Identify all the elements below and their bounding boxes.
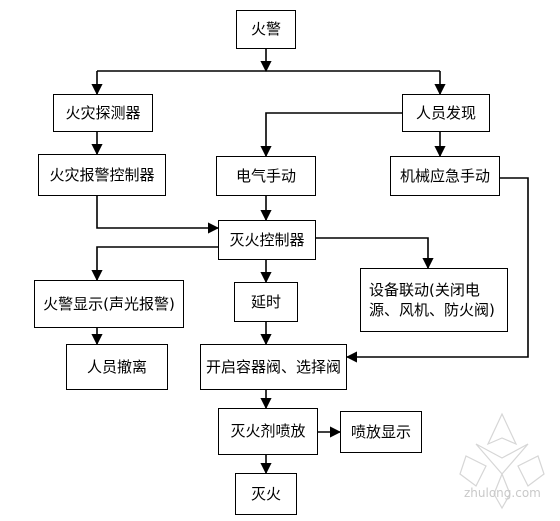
node-release-display-label: 喷放显示 (350, 422, 411, 441)
edge-mechanical-valves (345, 177, 529, 363)
watermark-logo-icon (459, 412, 545, 510)
node-extinguished-label: 灭火 (250, 484, 281, 503)
node-alarm-display: 火警显示(声光报警) (34, 280, 184, 328)
node-open-valves: 开启容器阀、选择阀 (200, 344, 347, 390)
node-fire-detector-label: 火灾探测器 (65, 103, 141, 122)
node-equipment-linkage-label: 设备联动(关闭电 源、风机、防火阀) (369, 280, 495, 319)
node-agent-release: 灭火剂喷放 (218, 408, 318, 455)
node-agent-release-label: 灭火剂喷放 (230, 422, 306, 441)
node-fire-detector: 火灾探测器 (53, 94, 153, 132)
node-person-found: 人员发现 (402, 94, 490, 132)
node-alarm-controller-label: 火灾报警控制器 (49, 165, 155, 184)
node-mechanical-emergency: 机械应急手动 (390, 156, 500, 196)
edge-extctrl-display (91, 246, 218, 282)
node-release-display: 喷放显示 (340, 411, 422, 453)
node-evacuation-label: 人员撤离 (86, 357, 147, 376)
edge-person-electric (260, 112, 402, 158)
node-equipment-linkage: 设备联动(关闭电 源、风机、防火阀) (360, 268, 508, 332)
node-electric-manual: 电气手动 (216, 156, 316, 196)
node-delay: 延时 (234, 282, 298, 322)
node-extinguish-controller-label: 灭火控制器 (229, 230, 305, 249)
watermark-text: zhulong.com (464, 486, 541, 500)
node-mechanical-emergency-label: 机械应急手动 (399, 166, 490, 185)
node-extinguish-controller: 灭火控制器 (218, 220, 316, 260)
node-open-valves-label: 开启容器阀、选择阀 (205, 357, 341, 376)
edge-alarmctrl-extctrl (96, 196, 220, 234)
node-delay-label: 延时 (250, 292, 281, 311)
node-electric-manual-label: 电气手动 (235, 166, 296, 185)
node-extinguished: 灭火 (235, 473, 297, 515)
node-fire-alarm: 火警 (236, 10, 296, 49)
node-evacuation: 人员撤离 (66, 344, 168, 390)
node-alarm-controller: 火灾报警控制器 (38, 154, 166, 196)
node-fire-alarm-label: 火警 (250, 20, 281, 39)
node-alarm-display-label: 火警显示(声光报警) (43, 294, 175, 313)
edge-extctrl-linkage (316, 237, 434, 270)
node-person-found-label: 人员发现 (415, 103, 476, 122)
